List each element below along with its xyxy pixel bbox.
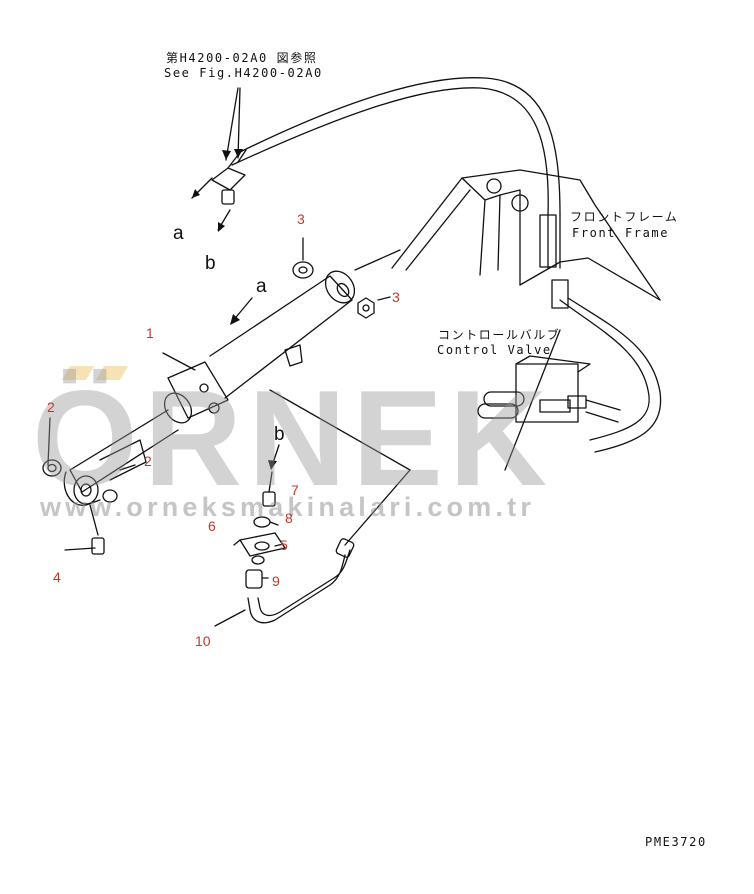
- cylinder-head: [167, 361, 229, 419]
- part-number-6: 6: [208, 518, 216, 534]
- front-frame-english: Front Frame: [572, 226, 670, 240]
- part-number-5: 5: [280, 537, 288, 553]
- valve-leader: [504, 329, 561, 471]
- reference-japanese: 第H4200-02A0 図参照: [166, 51, 318, 65]
- part-number-3-lower: 3: [392, 289, 400, 305]
- piston-rod: [69, 409, 179, 493]
- part-number-10: 10: [195, 633, 211, 649]
- hose-upper-1: [231, 87, 549, 216]
- hose-lower: [559, 299, 650, 441]
- part-number-9: 9: [272, 573, 280, 589]
- part-number-7: 7: [291, 482, 299, 498]
- control-valve-english: Control Valve: [437, 343, 552, 357]
- callout-a-cylinder: a: [256, 276, 267, 297]
- part-number-3-upper: 3: [297, 211, 305, 227]
- control-valve-japanese: コントロールバルブ: [438, 328, 561, 342]
- front-frame: [391, 169, 661, 301]
- callout-b-fitting: b: [274, 424, 285, 445]
- part-number-8: 8: [285, 510, 293, 526]
- hose-upper-2: [239, 77, 561, 216]
- reference-english: See Fig.H4200-02A0: [164, 66, 323, 80]
- pipe-10: [247, 554, 346, 624]
- part-number-2-left: 2: [47, 399, 55, 415]
- callout-b-upper: b: [205, 253, 216, 274]
- callout-a-upper: a: [173, 223, 184, 244]
- part-number-2-right: 2: [144, 453, 152, 469]
- part-number-4: 4: [53, 569, 61, 585]
- front-frame-japanese: フロントフレーム: [570, 210, 679, 224]
- watermark-brand: ÖRNEK: [32, 362, 554, 514]
- watermark-url: www.orneksmakinalari.com.tr: [40, 492, 536, 522]
- part-number-1: 1: [146, 325, 154, 341]
- drawing-code: PME3720: [645, 835, 707, 849]
